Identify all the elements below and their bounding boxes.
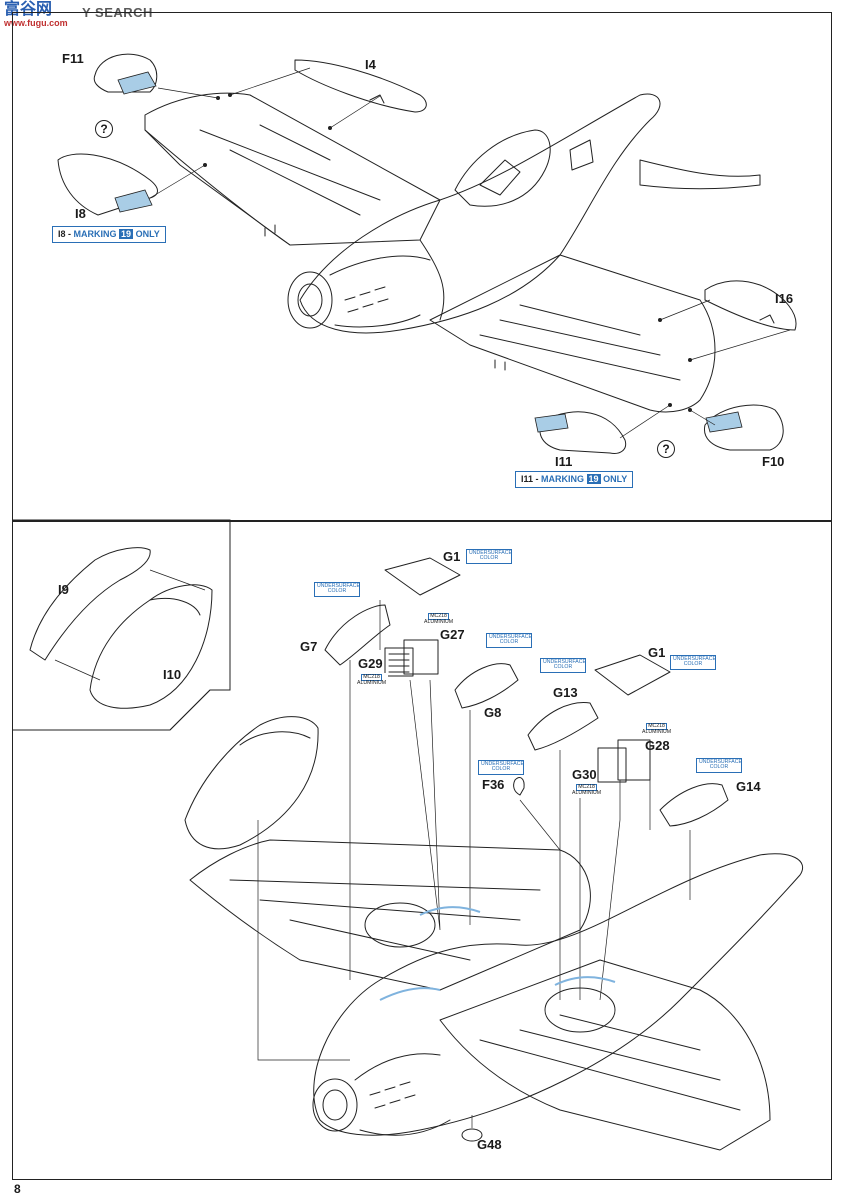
label-i9: I9 — [58, 582, 69, 597]
label-g13: G13 — [553, 685, 578, 700]
paint-name: ALUMINIUM — [357, 680, 387, 687]
label-g1-upper: G1 — [443, 549, 461, 564]
label-i16: I16 — [775, 291, 794, 306]
paint-name: ALUMINIUM — [424, 619, 454, 626]
label-g28: G28 — [645, 738, 670, 753]
color-note: UNDERSURFACE COLOR — [486, 633, 532, 648]
paint-note-mc218: MC218 ALUMINIUM — [570, 783, 604, 798]
marking-number: 19 — [119, 229, 134, 239]
label-g1-lower: G1 — [648, 645, 666, 660]
page-number: 8 — [14, 1182, 21, 1196]
label-i8: I8 — [75, 206, 86, 221]
paint-note-mc218: MC218 ALUMINIUM — [422, 612, 456, 627]
color-note: UNDERSURFACE COLOR — [670, 655, 716, 670]
label-g7: G7 — [300, 639, 318, 654]
step-panel-bottom — [12, 520, 832, 1180]
help-symbol: ? — [657, 440, 675, 458]
label-g29: G29 — [358, 656, 383, 671]
marking-only: ONLY — [603, 474, 628, 484]
marking-part: I8 - — [58, 229, 72, 239]
paint-name: ALUMINIUM — [572, 790, 602, 797]
color-note: UNDERSURFACE COLOR — [314, 582, 360, 597]
label-g14: G14 — [736, 779, 761, 794]
paint-note-mc218: MC218 ALUMINIUM — [355, 673, 389, 688]
label-g48: G48 — [477, 1137, 502, 1152]
label-f11: F11 — [62, 51, 84, 66]
color-note: UNDERSURFACE COLOR — [466, 549, 512, 564]
help-symbol: ? — [95, 120, 113, 138]
marking-part: I11 - — [521, 474, 539, 484]
label-i11: I11 — [555, 454, 573, 469]
marking-word: MARKING — [541, 474, 585, 484]
label-g30: G30 — [572, 767, 597, 782]
marking-number: 19 — [586, 474, 601, 484]
watermark-url: www.fugu.com — [4, 18, 68, 28]
label-i10: I10 — [163, 667, 182, 682]
label-f36: F36 — [482, 777, 505, 792]
marking-note-i11: I11 - MARKING 19 ONLY — [515, 471, 634, 488]
color-note: UNDERSURFACE COLOR — [696, 758, 742, 773]
color-note: UNDERSURFACE COLOR — [540, 658, 586, 673]
marking-word: MARKING — [73, 229, 117, 239]
step-panel-top — [12, 12, 832, 522]
color-note: UNDERSURFACE COLOR — [478, 760, 524, 775]
marking-only: ONLY — [135, 229, 160, 239]
label-g27: G27 — [440, 627, 465, 642]
label-i4: I4 — [365, 57, 376, 72]
marking-note-i8: I8 - MARKING 19 ONLY — [52, 226, 166, 243]
label-f10: F10 — [762, 454, 785, 469]
label-g8: G8 — [484, 705, 502, 720]
paint-note-mc218: MC218 ALUMINIUM — [640, 722, 674, 737]
paint-name: ALUMINIUM — [642, 729, 672, 736]
watermark-site-name: 富谷网 — [4, 1, 53, 18]
